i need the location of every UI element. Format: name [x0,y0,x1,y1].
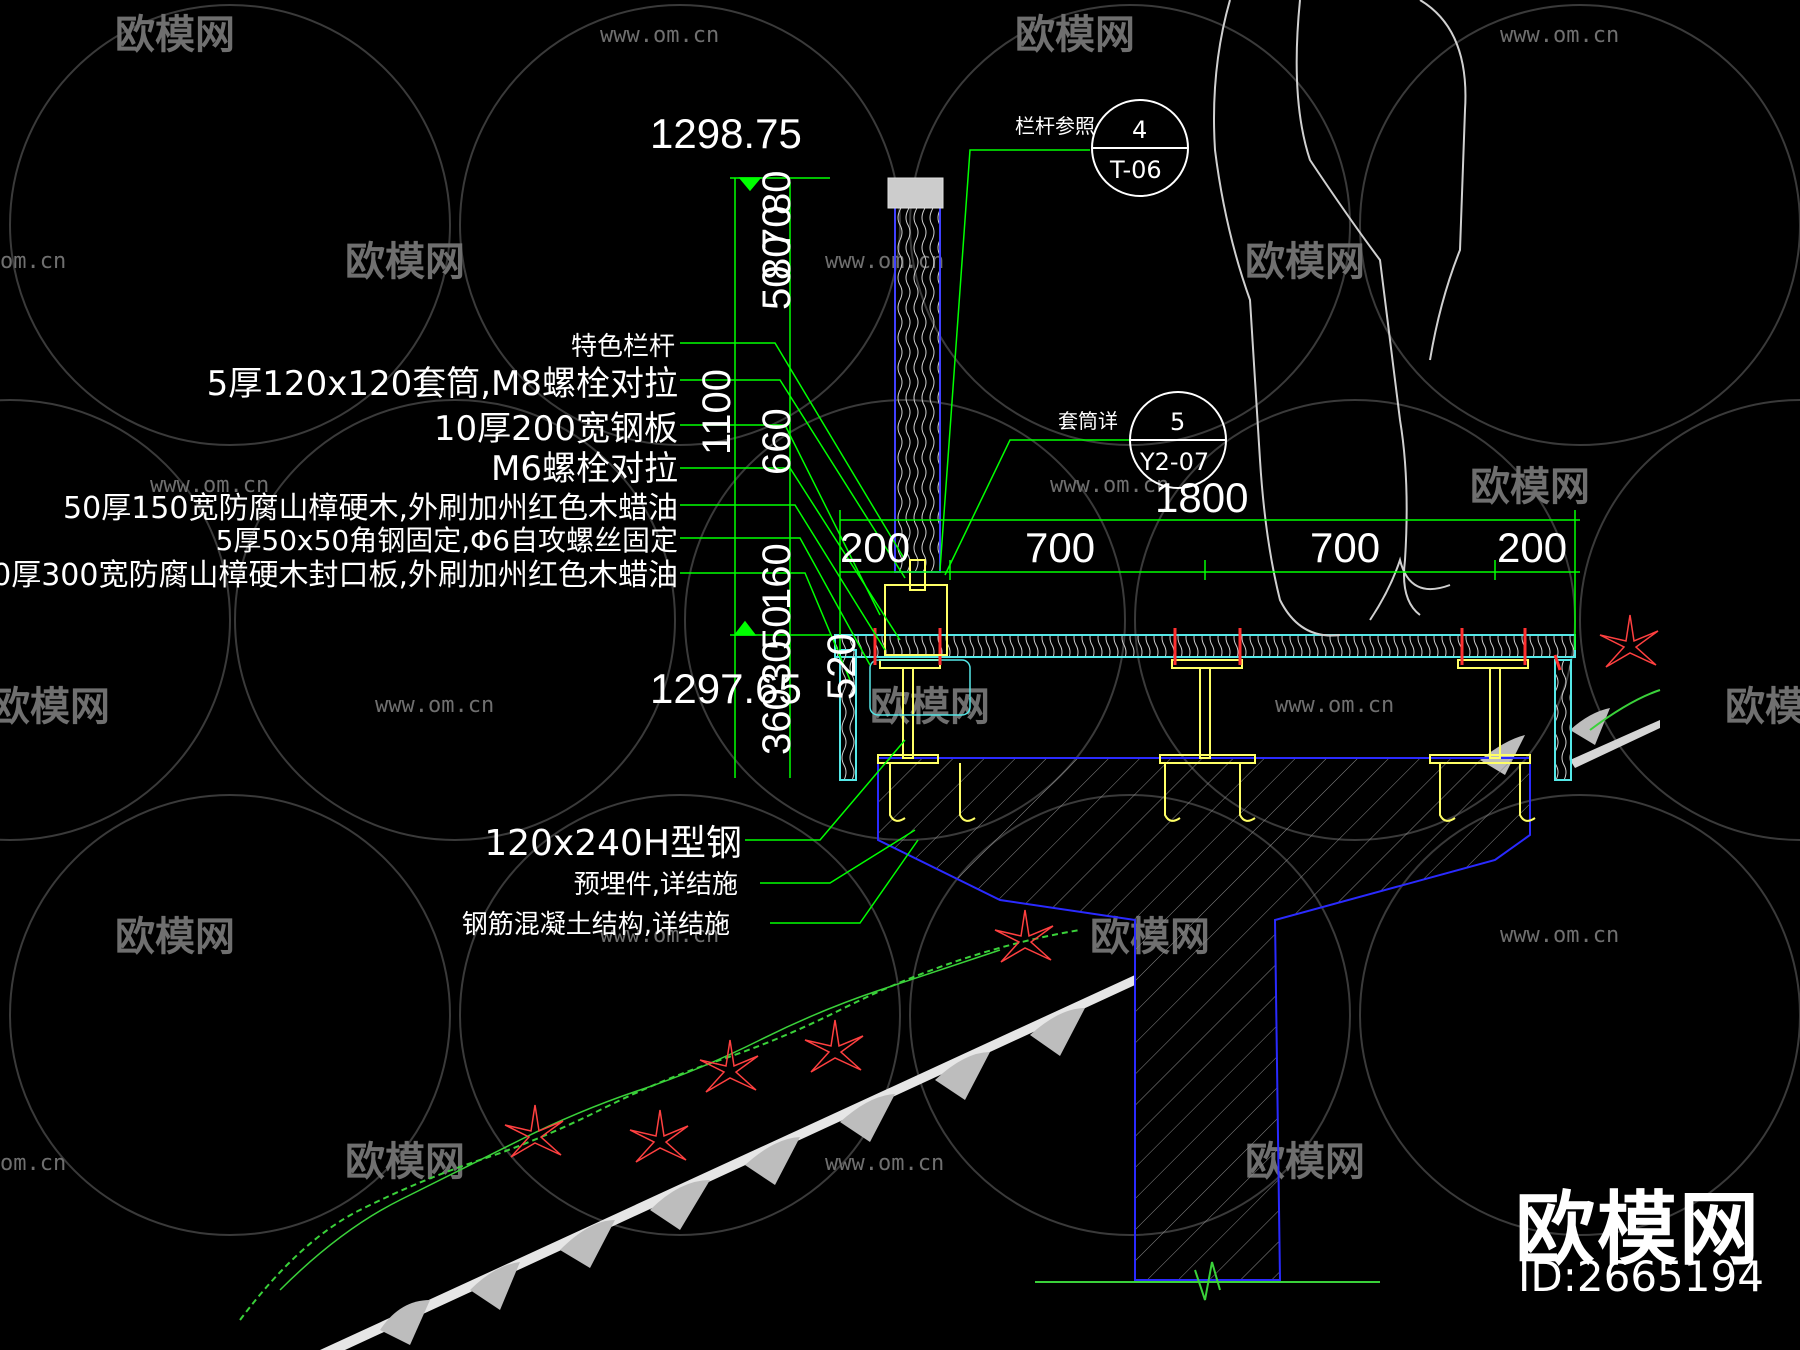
vertical-dim: 520 [820,633,864,700]
watermark-url: www.om.cn [375,693,494,718]
human-figure [1213,0,1467,637]
watermark-brand-large: 欧模网 [1515,1183,1761,1276]
sleeve-reference-number: 5 [1170,408,1185,436]
callout-label: 5厚50x50角钢固定,Φ6自攻螺丝固定 [216,524,678,557]
horizontal-dim: 700 [1310,524,1380,571]
vertical-dim: 30 [755,641,799,686]
callout-label: 30厚300宽防腐山樟硬木封口板,外刷加州红色木蜡油 [0,558,678,593]
reference-symbols [1091,99,1227,489]
watermark-brand: 欧模网 [1470,464,1590,510]
callout-label: 特色栏杆 [571,332,675,362]
vertical-dim: 660 [755,408,799,475]
vertical-dim: 50 [755,266,799,311]
watermark-url: om.cn [0,249,66,274]
watermark-brand: 欧模网 [115,12,235,58]
railing-post [884,177,948,656]
watermark-url: www.om.cn [1050,473,1169,498]
watermark-url: om.cn [0,1151,66,1176]
vertical-dim: 70 [755,206,799,251]
plant-symbols [504,614,1659,1163]
vertical-dim: 50 [755,606,799,651]
watermark-brand: 欧模网 [1245,239,1365,285]
callout-label: 10厚200宽钢板 [434,409,678,449]
railing-reference-number: 4 [1132,116,1147,144]
steel-members [877,659,1536,822]
vertical-dim: 360 [755,688,799,755]
vertical-dim: 80 [755,171,799,216]
watermark-url: www.om.cn [825,1151,944,1176]
callout-label: 5厚120x120套筒,M8螺栓对拉 [207,364,678,404]
railing-reference-sheet: T-06 [1109,156,1162,184]
slope-ground [239,689,1661,1350]
watermark-url: www.om.cn [600,923,719,948]
concrete-structure [877,757,1531,1301]
callout-label: 钢筋混凝土结构,详结施 [462,910,730,940]
horizontal-dim-overall: 1800 [1155,474,1248,521]
callout-label: 预埋件,详结施 [574,870,738,900]
vertical-dim: 1100 [695,369,739,455]
watermark-url: www.om.cn [1500,923,1619,948]
watermark-url: www.om.cn [1500,23,1619,48]
elevation-top: 1298.75 [650,110,802,157]
elevation-bottom: 1297.65 [650,665,802,712]
callout-label: 120x240H型钢 [484,823,742,864]
sleeve-reference-label: 套筒详 [1058,409,1118,433]
callout-label: 50厚150宽防腐山樟硬木,外刷加州红色木蜡油 [63,491,678,526]
horizontal-dim: 200 [1497,524,1567,571]
watermark-brand: 欧模网 [0,684,110,730]
sleeve-reference-sheet: Y2-07 [1139,448,1209,476]
railing-reference-label: 栏杆参照 [1015,114,1095,138]
vertical-dim: 160 [755,543,799,610]
callout-label: M6螺栓对拉 [491,449,678,489]
watermark-brand: 欧模网 [1725,684,1800,730]
dimension-lines [680,149,1580,924]
watermark-brand: 欧模网 [345,239,465,285]
watermark-url: www.om.cn [600,23,719,48]
watermark-url: www.om.cn [150,473,269,498]
watermark-url: www.om.cn [1275,693,1394,718]
watermark-tiles: 欧模网 www.om.cn 欧模网 www.om.cn om.cn 欧模网 ww… [0,12,1800,1185]
watermark-id: ID:2665194 [1518,1252,1764,1301]
horizontal-dim: 700 [1025,524,1095,571]
vertical-dim: 80 [755,236,799,281]
watermark-brand: 欧模网 [1015,12,1135,58]
horizontal-dim: 200 [840,524,910,571]
watermark-brand: 欧模网 [115,914,235,960]
